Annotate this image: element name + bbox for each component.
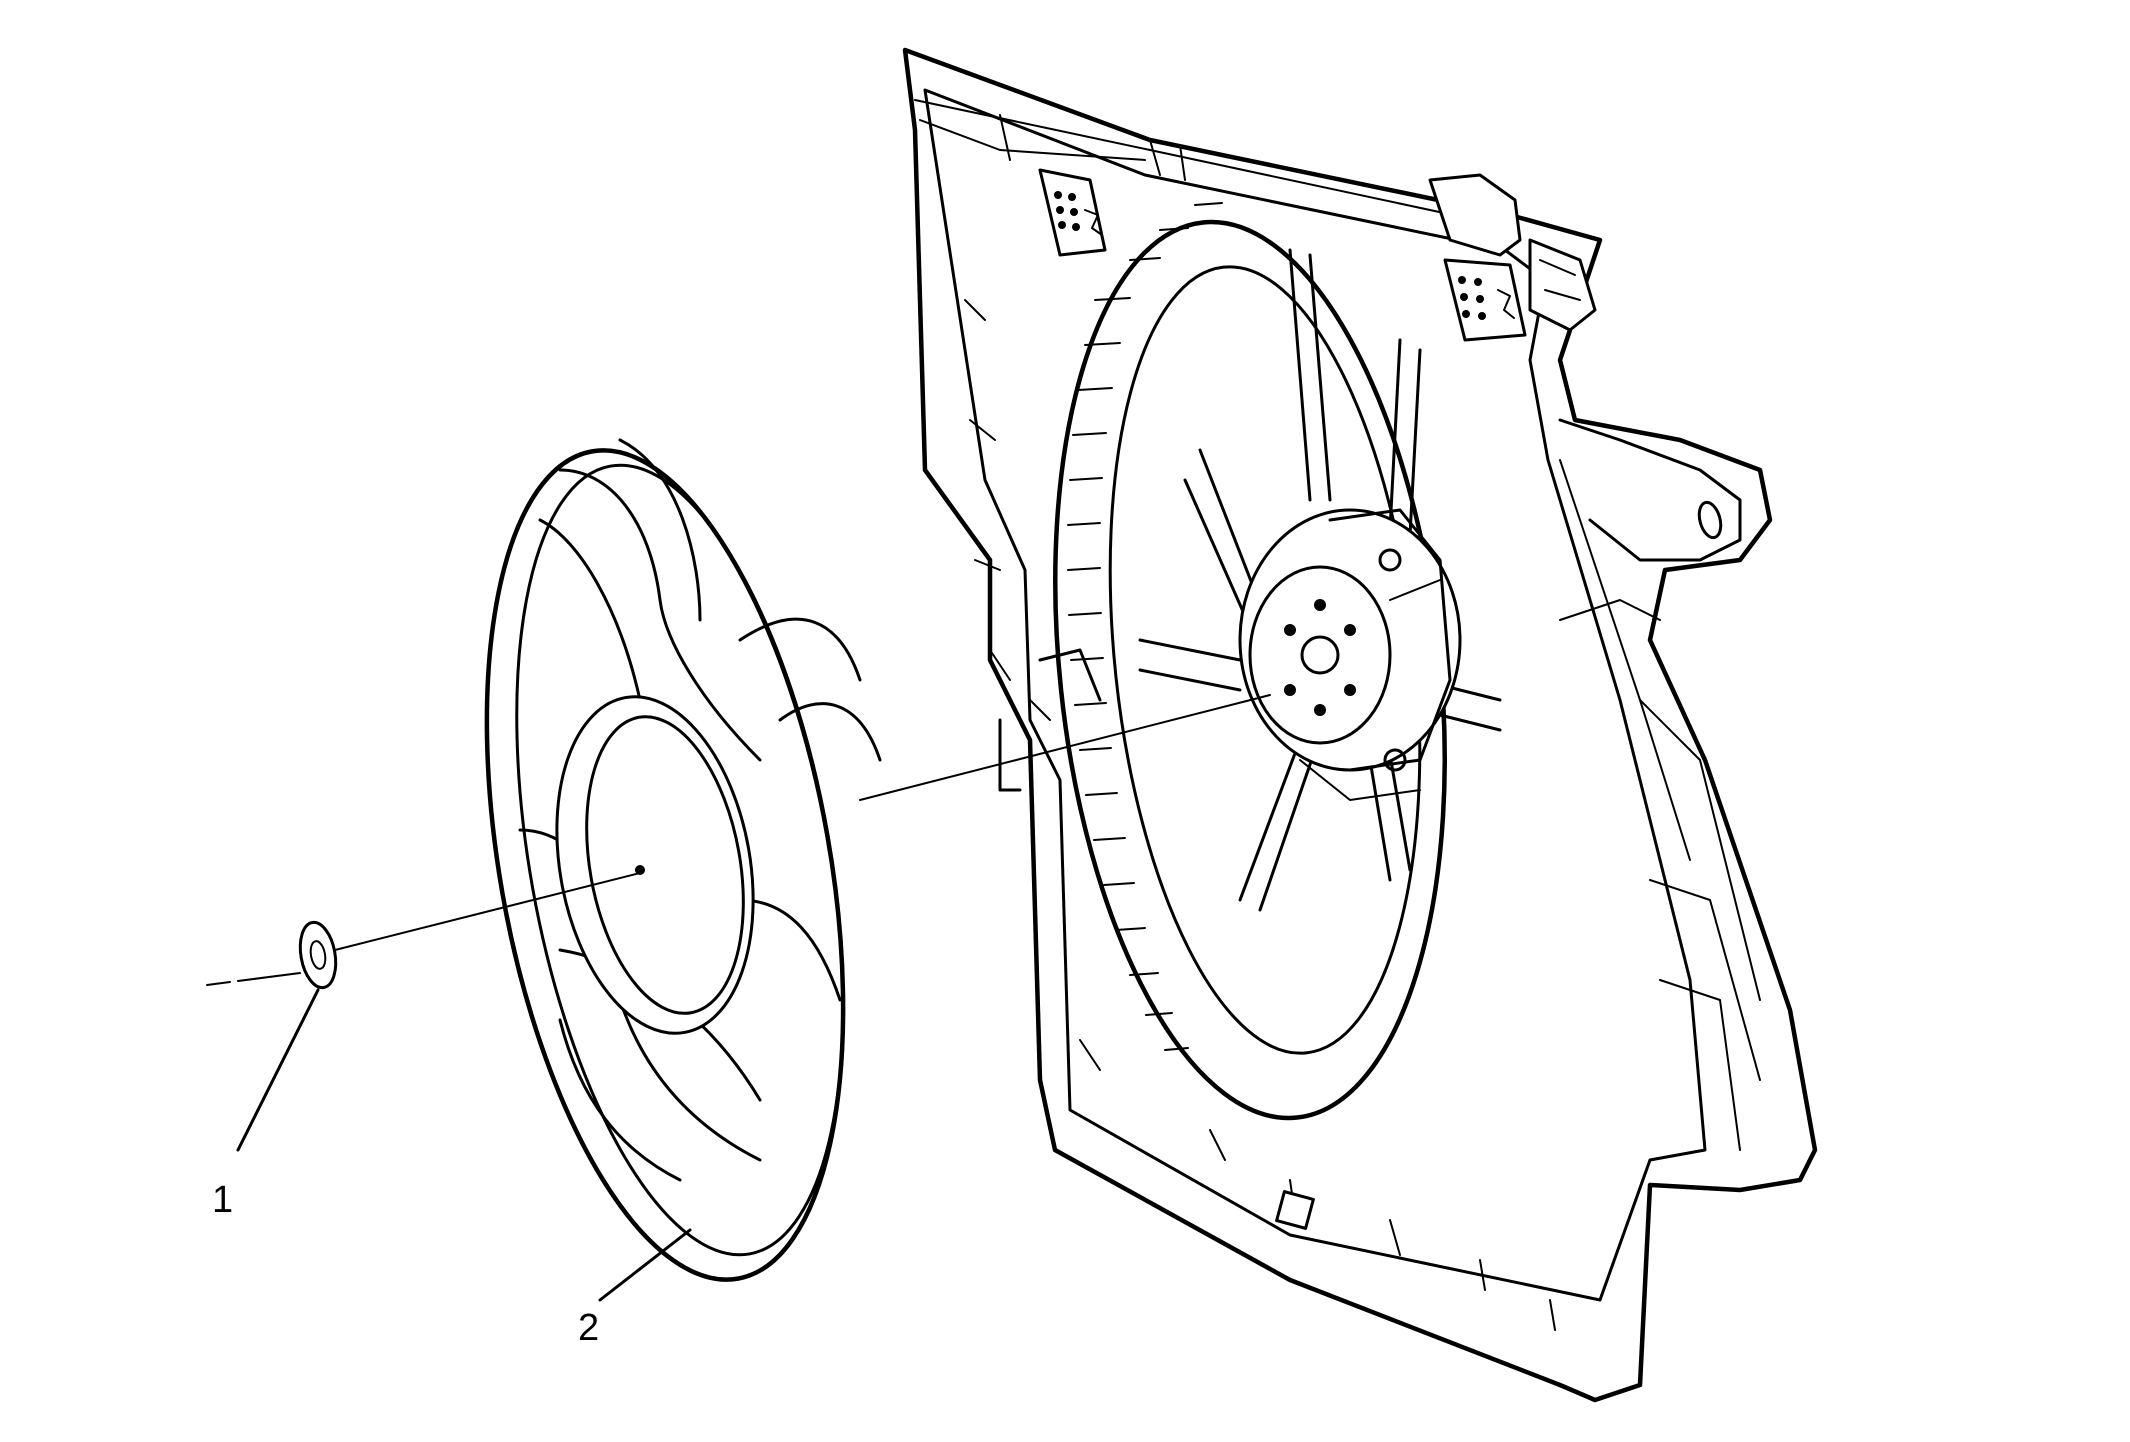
callout-label-1: 1 <box>212 1179 233 1221</box>
resistor-block-left-icon <box>1038 168 1107 257</box>
shroud-spokes <box>1138 248 1502 912</box>
fan-shroud <box>902 47 1818 1403</box>
retainer-clip <box>298 920 338 990</box>
callout-label-2: 2 <box>578 1307 599 1349</box>
fan-motor-icon <box>1238 508 1462 801</box>
electrical-connector-icon <box>1428 173 1597 332</box>
shroud-vent-slots <box>1067 202 1223 1051</box>
alignment-lines <box>206 694 1271 986</box>
fan-blade <box>484 438 882 1282</box>
leader-lines <box>236 988 692 1302</box>
resistor-block-right-icon <box>1443 258 1527 342</box>
